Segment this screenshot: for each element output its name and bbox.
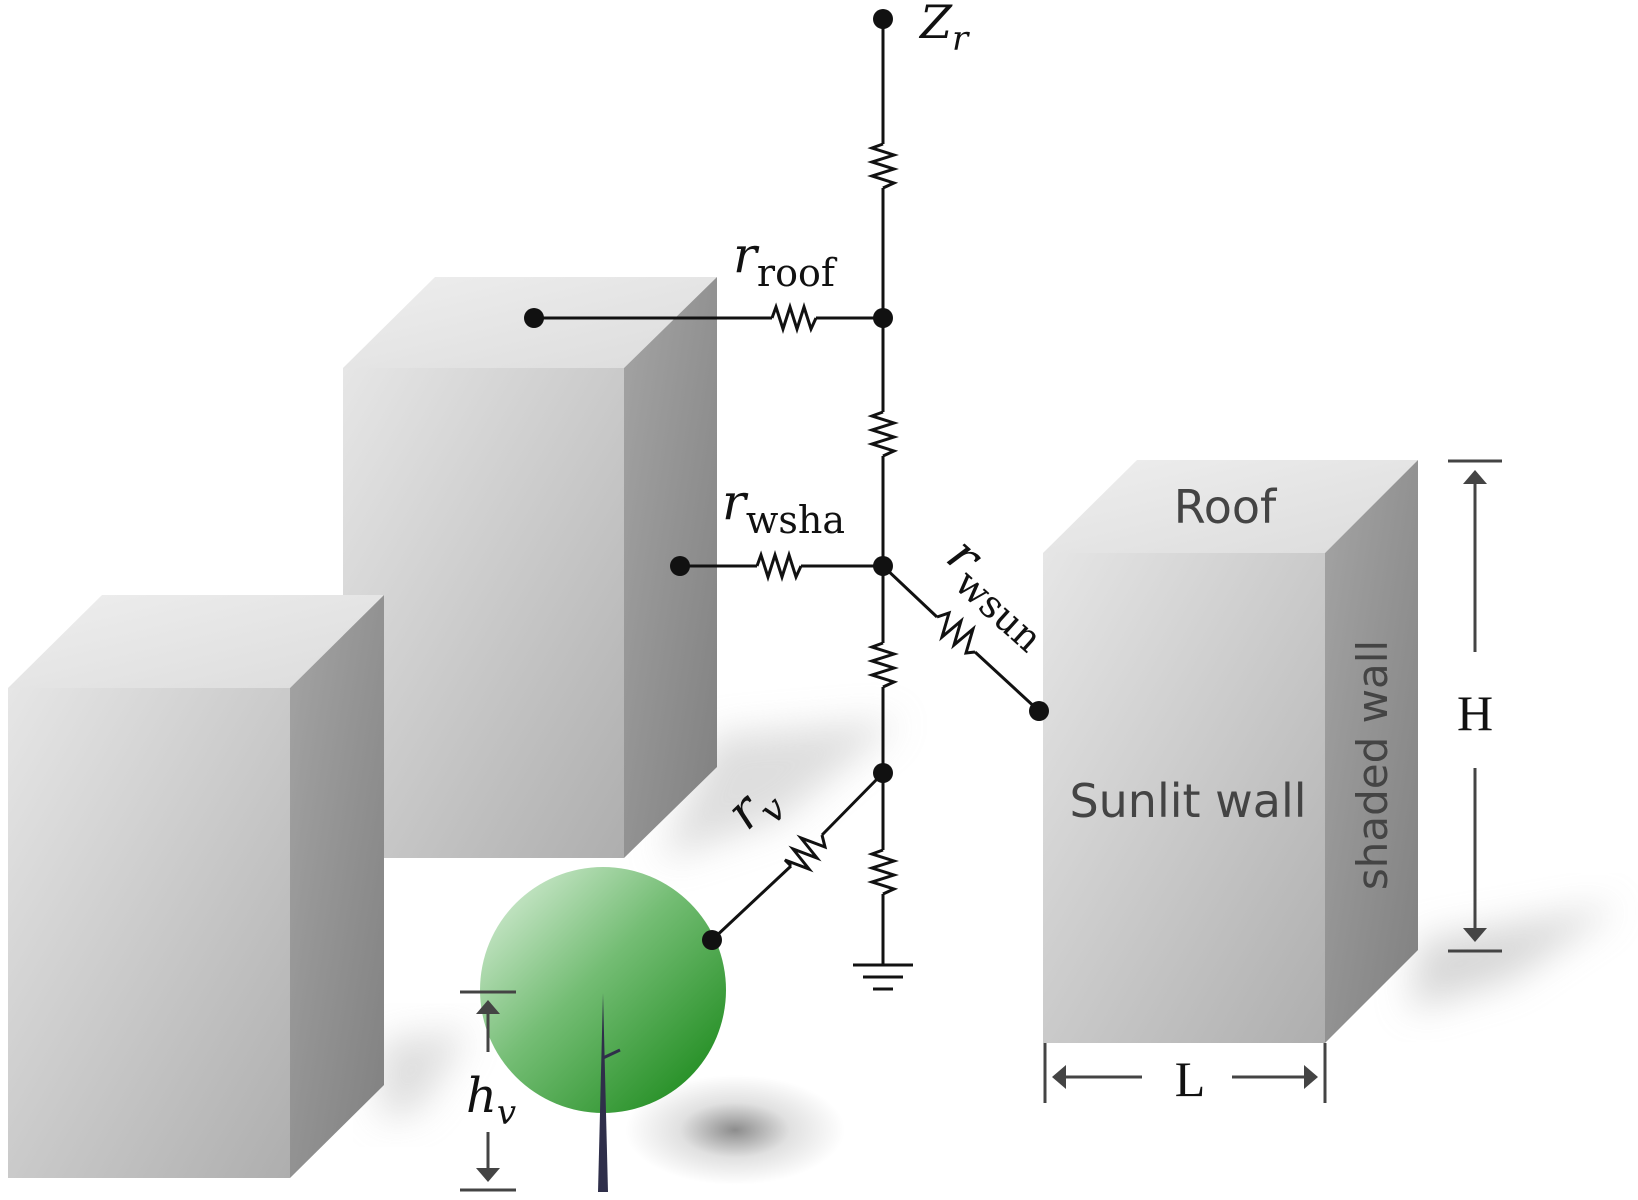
resistor-icon xyxy=(755,550,803,582)
ground-shadows xyxy=(380,720,1620,1185)
resistor-icon xyxy=(867,410,899,458)
roof-node xyxy=(524,308,544,328)
height-dimension: H xyxy=(1448,459,1502,953)
shaded-wall-label: shaded wall xyxy=(1348,640,1397,890)
roof-junction-node xyxy=(873,308,893,328)
roof-label: Roof xyxy=(1174,480,1278,534)
tree-trunk xyxy=(598,993,608,1192)
z-reference-subscript: r xyxy=(952,19,970,59)
r-wsha-subscript: wsha xyxy=(746,498,845,542)
resistor-icon xyxy=(867,142,899,190)
r-roof-symbol: r xyxy=(733,226,760,284)
length-label: L xyxy=(1175,1051,1206,1107)
r-wsun-subscript: wsun xyxy=(946,560,1050,660)
vegetation-node xyxy=(702,930,722,950)
vegetation-junction-node xyxy=(873,763,893,783)
length-dimension: L xyxy=(1043,1043,1327,1107)
z-reference-label: Zr xyxy=(918,0,970,59)
tree-height-subscript: v xyxy=(497,1093,516,1133)
ground-symbol-icon xyxy=(853,963,913,991)
height-label: H xyxy=(1457,685,1493,741)
shaded-wall-surface xyxy=(1325,460,1418,1043)
tree-height-symbol: h xyxy=(466,1068,497,1124)
wall-junction-node xyxy=(873,556,893,576)
tree-icon xyxy=(480,867,726,1113)
resistor-icon xyxy=(867,641,899,689)
sunlit-wall-label: Sunlit wall xyxy=(1069,774,1306,828)
resistor-icon xyxy=(936,610,976,655)
r-wsha-symbol: r xyxy=(722,473,749,531)
z-reference-symbol: Z xyxy=(918,0,953,49)
roof-surface xyxy=(1043,460,1418,553)
sunlit-wall-surface xyxy=(1043,553,1325,1043)
tree-height-dimension: hv xyxy=(460,990,516,1192)
building-front-left xyxy=(8,595,384,1178)
reference-height-node xyxy=(873,9,893,29)
shaded-wall-node xyxy=(670,556,690,576)
building-back xyxy=(343,277,717,858)
resistor-icon xyxy=(770,302,818,334)
r-wsha-label: rwsha xyxy=(722,473,845,542)
r-roof-subscript: roof xyxy=(757,251,838,295)
resistor-icon xyxy=(783,834,828,873)
sunlit-wall-node xyxy=(1029,701,1049,721)
tree-height-label: hv xyxy=(466,1068,516,1133)
tree-shadow xyxy=(625,1075,845,1185)
tree xyxy=(480,867,726,1192)
resistor-icon xyxy=(867,848,899,896)
r-roof-label: rroof xyxy=(733,226,838,295)
building-right: Roof Sunlit wall shaded wall xyxy=(1043,460,1418,1043)
